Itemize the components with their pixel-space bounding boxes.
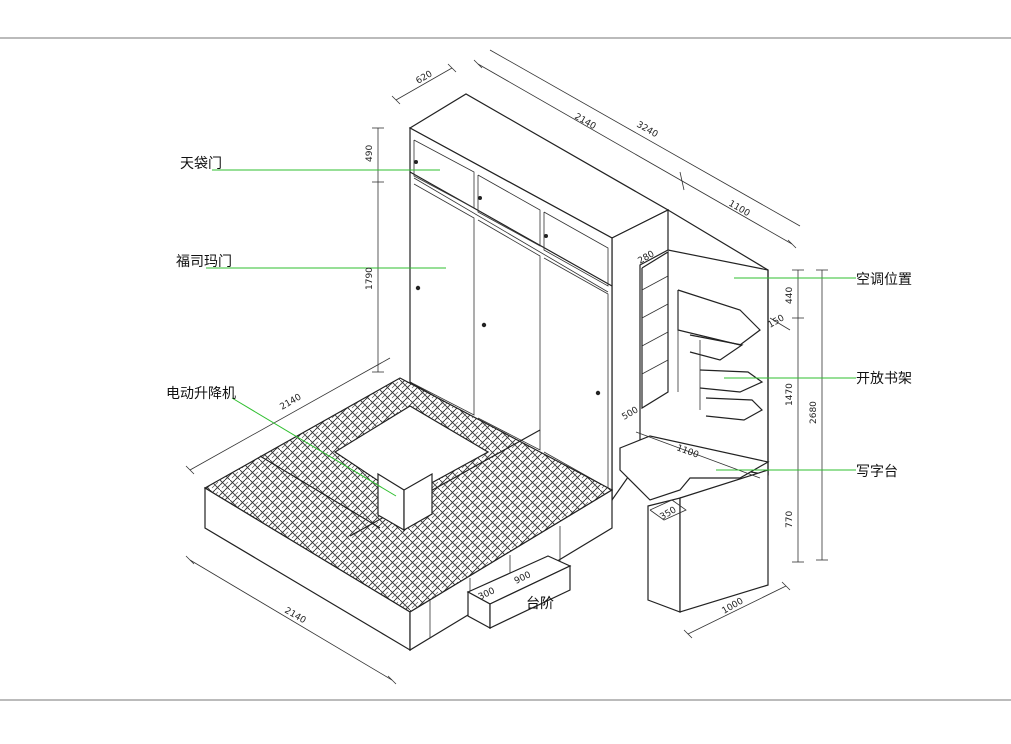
label-step: 台阶 bbox=[526, 596, 554, 612]
dim-tick bbox=[447, 63, 457, 73]
dim-tick bbox=[473, 59, 483, 69]
top-door-knob-icon bbox=[544, 234, 548, 238]
top-cabinet-divider bbox=[409, 171, 613, 287]
dim-tick bbox=[683, 629, 693, 639]
shelf-bottom-board bbox=[705, 397, 763, 421]
dim-tick bbox=[185, 555, 195, 565]
dim-tick bbox=[781, 581, 791, 591]
shelf-mid-board bbox=[689, 334, 744, 361]
dim-line bbox=[395, 67, 453, 101]
side-panel-top-edge bbox=[667, 209, 769, 271]
top-cabinet-divider-inner bbox=[413, 177, 609, 293]
callout-labels: 天袋门 福司玛门 电动升降机 空调位置 开放书架 写字台 台阶 bbox=[166, 156, 912, 612]
shelf-board bbox=[641, 275, 669, 291]
dim-tick bbox=[787, 239, 797, 249]
dim-tick bbox=[679, 171, 685, 191]
dim-line bbox=[477, 63, 793, 245]
platform-bed bbox=[203, 377, 614, 652]
wardrobe-knob-icon bbox=[595, 390, 601, 396]
desk-top bbox=[619, 435, 770, 501]
wardrobe-door-right bbox=[543, 257, 609, 489]
step-front-right bbox=[489, 565, 571, 629]
shelf-lower-board bbox=[699, 369, 764, 393]
desk-side-panel bbox=[679, 469, 769, 613]
dim-line bbox=[769, 317, 791, 331]
dim-label-platform-front: 2140 bbox=[283, 606, 308, 626]
dim-tick bbox=[185, 465, 195, 475]
top-cabinet-door-left bbox=[413, 139, 475, 209]
writing-desk bbox=[619, 435, 770, 613]
dim-label-ac-height: 440 bbox=[785, 287, 795, 304]
shelf-board bbox=[641, 331, 669, 347]
dim-tick bbox=[387, 675, 397, 685]
label-top-cabinet-door: 天袋门 bbox=[180, 156, 222, 172]
label-open-bookshelf: 开放书架 bbox=[856, 371, 912, 387]
desk-return-edge bbox=[649, 499, 687, 521]
platform-right-face bbox=[409, 488, 613, 652]
step bbox=[466, 555, 572, 630]
top-door-knob-icon bbox=[414, 160, 418, 164]
top-cabinet-door-middle bbox=[477, 174, 541, 247]
dim-line bbox=[489, 49, 801, 227]
leader-electric-lift bbox=[231, 397, 397, 497]
top-door-knob-icon bbox=[478, 196, 482, 200]
dim-line bbox=[687, 585, 787, 635]
dim-label-shelf-gap: 150 bbox=[767, 313, 787, 330]
wardrobe-door-left bbox=[413, 183, 475, 416]
label-wardrobe-door: 福司玛门 bbox=[176, 254, 232, 270]
dim-label-desk-front: 1000 bbox=[721, 596, 746, 616]
shelf-left-column bbox=[641, 250, 669, 410]
wardrobe-knob-icon bbox=[481, 322, 487, 328]
label-electric-lift: 电动升降机 bbox=[166, 386, 236, 402]
dim-label-bookshelf-height: 1470 bbox=[785, 383, 795, 406]
dim-label-platform-side: 2140 bbox=[279, 392, 304, 412]
wardrobe-knob-icon bbox=[415, 285, 421, 291]
dim-label-desk-side: 1100 bbox=[727, 199, 752, 219]
dim-label-wardrobe-door-height: 1790 bbox=[365, 267, 375, 290]
leader-lines bbox=[206, 169, 856, 497]
top-cabinet-door-right bbox=[543, 211, 609, 287]
dim-label-wardrobe-width: 2140 bbox=[573, 112, 598, 132]
label-ac-position: 空调位置 bbox=[856, 272, 912, 288]
label-writing-desk: 写字台 bbox=[856, 464, 898, 480]
dim-line bbox=[189, 357, 391, 471]
shelf-board bbox=[641, 303, 669, 319]
dim-label-total-height: 2680 bbox=[809, 401, 819, 424]
wardrobe-door-middle bbox=[477, 219, 541, 451]
dim-label-desk-height: 770 bbox=[785, 511, 795, 528]
dim-label-top-cabinet-height: 490 bbox=[365, 145, 375, 162]
dim-line bbox=[189, 559, 393, 681]
shelf-unit bbox=[639, 209, 769, 476]
dim-label-overall-width: 3240 bbox=[635, 120, 660, 140]
dim-tick bbox=[391, 95, 401, 105]
shelf-board bbox=[641, 359, 669, 375]
platform-divider bbox=[349, 429, 541, 537]
platform-divider bbox=[259, 455, 381, 529]
lift-table-leg-right bbox=[403, 472, 433, 532]
